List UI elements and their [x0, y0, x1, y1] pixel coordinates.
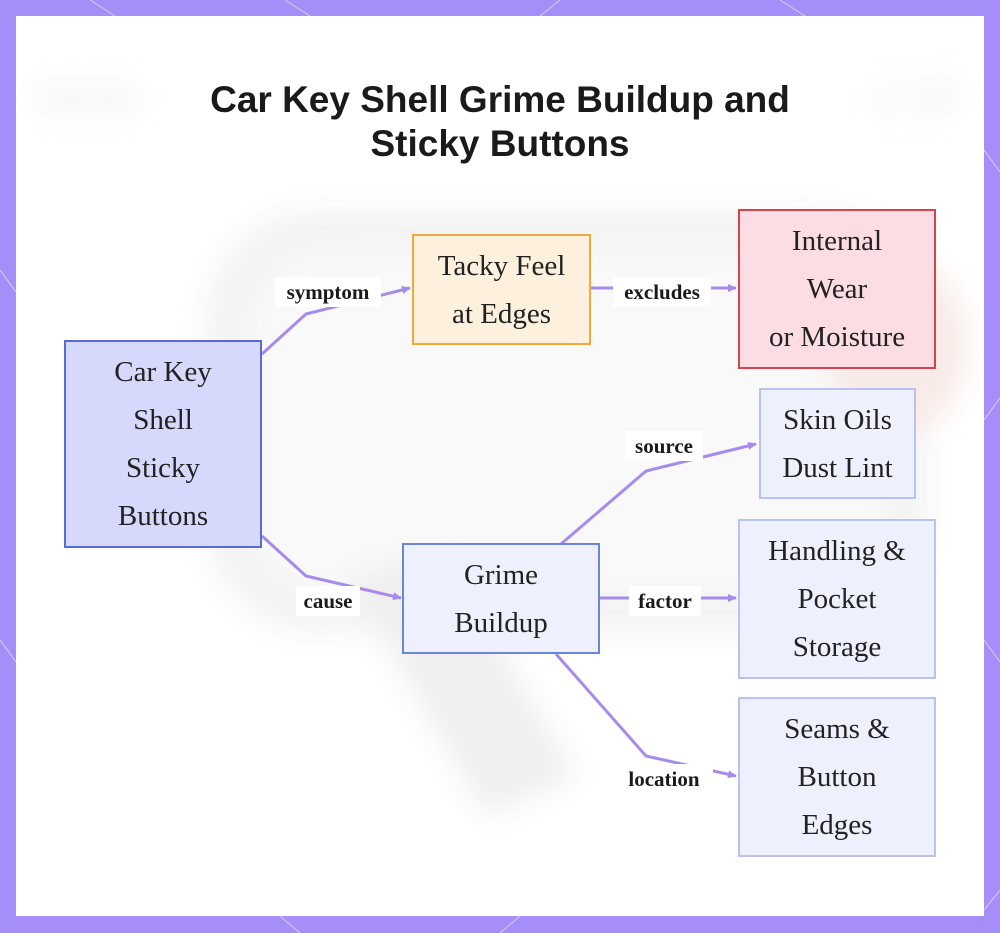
edge-label-source: source — [625, 431, 703, 461]
node-root-line-3: Sticky — [125, 452, 201, 484]
node-internal-wear-or-moisture: Internal Wear or Moisture — [738, 209, 936, 369]
node-factor-line-2: Pocket — [797, 583, 877, 615]
node-excluded-line-1: Internal — [791, 225, 883, 257]
title-line-1: Car Key Shell Grime Buildup and — [210, 79, 790, 120]
node-handling-pocket-storage: Handling & Pocket Storage — [738, 519, 936, 679]
diagram-title: Car Key Shell Grime Buildup and Sticky B… — [16, 78, 984, 166]
node-seams-button-edges: Seams & Button Edges — [738, 697, 936, 857]
edge-cause-to-location — [554, 653, 737, 779]
node-source-line-1: Skin Oils — [783, 403, 892, 436]
node-skin-oils-dust-lint: Skin Oils Dust Lint — [759, 388, 916, 499]
node-symptom-line-2: at Edges — [451, 297, 552, 330]
node-factor-line-3: Storage — [792, 631, 882, 663]
node-grime-buildup: Grime Buildup — [402, 543, 600, 654]
node-cause-line-2: Buildup — [454, 606, 548, 639]
node-car-key-shell-sticky-buttons: Car Key Shell Sticky Buttons — [64, 340, 262, 548]
edge-cause-to-source — [560, 442, 757, 546]
node-source-line-2: Dust Lint — [782, 451, 893, 484]
title-line-2: Sticky Buttons — [370, 123, 630, 164]
edge-label-cause: cause — [296, 586, 360, 616]
node-root-line-2: Shell — [133, 404, 193, 436]
node-location-line-2: Button — [797, 761, 877, 793]
edge-root-to-cause — [260, 534, 402, 601]
node-excluded-line-2: Wear — [806, 273, 868, 305]
svg-text:s of: s of — [876, 72, 955, 121]
diagram-canvas: nove s of Car Key Shell Grime Buildup an… — [16, 16, 984, 916]
node-tacky-feel-at-edges: Tacky Feel at Edges — [412, 234, 591, 345]
node-symptom-line-1: Tacky Feel — [437, 249, 566, 282]
node-factor-line-1: Handling & — [768, 535, 906, 567]
edge-label-excludes: excludes — [613, 277, 711, 307]
node-root-line-1: Car Key — [114, 356, 212, 388]
node-location-line-1: Seams & — [784, 713, 890, 745]
edge-label-factor: factor — [629, 586, 701, 616]
edge-label-symptom: symptom — [275, 277, 381, 307]
svg-text:nove: nove — [36, 72, 139, 121]
node-cause-line-1: Grime — [463, 558, 539, 591]
node-root-line-4: Buttons — [117, 500, 209, 532]
edge-label-location: location — [615, 764, 713, 794]
node-excluded-line-3: or Moisture — [768, 321, 906, 353]
node-location-line-3: Edges — [801, 809, 873, 841]
